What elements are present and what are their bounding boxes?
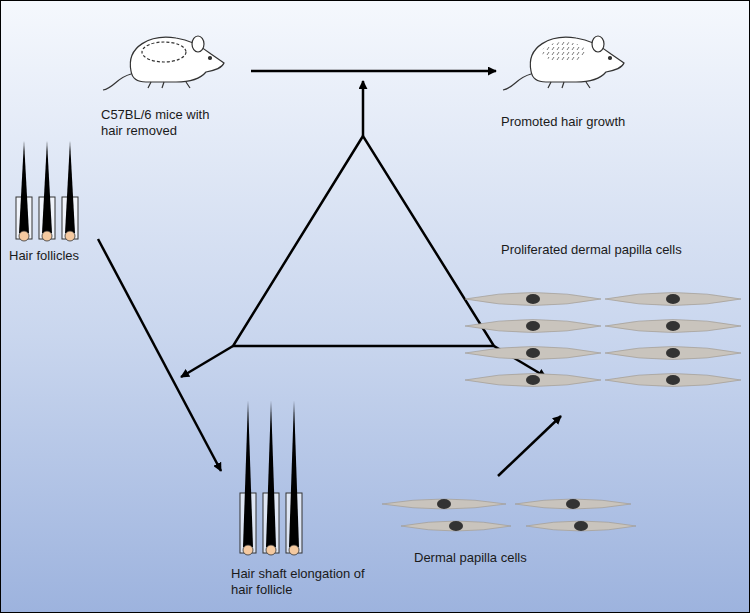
- flow-arrow: [498, 416, 561, 476]
- spindle-cell: [605, 374, 741, 387]
- hair-follicle: [39, 141, 55, 241]
- spindle-cell: [465, 320, 601, 333]
- figure-group: C57BL/6 mice with hair removed: [96, 11, 251, 143]
- spindle-cell: [605, 320, 741, 333]
- hair-follicle: [286, 401, 302, 555]
- figure-caption: C57BL/6 mice with hair removed: [101, 107, 233, 139]
- spindle-cell: [382, 499, 506, 509]
- hair-follicle: [263, 401, 279, 555]
- hair-follicle: [62, 141, 78, 241]
- figure-group: Proliferated dermal papilla cells: [461, 236, 746, 416]
- figure-caption: Proliferated dermal papilla cells: [501, 242, 682, 258]
- center-triangle: [233, 136, 494, 346]
- spindle-cell: [526, 521, 636, 531]
- figure-group: Dermal papilla cells: [376, 476, 641, 571]
- dermal-papilla-cells: [382, 293, 741, 532]
- spindle-cell: [515, 499, 631, 509]
- mouse-shaved: [103, 36, 224, 90]
- flow-arrow: [98, 239, 221, 471]
- figure-caption: Dermal papilla cells: [414, 550, 527, 566]
- spindle-cell: [465, 347, 601, 360]
- spindle-cell: [605, 293, 741, 306]
- mouse-hair-grown: [503, 36, 624, 90]
- spindle-cell: [465, 293, 601, 306]
- spindle-cell: [605, 347, 741, 360]
- triangle-arrow: [181, 346, 233, 377]
- hair-follicles: [16, 141, 302, 555]
- figure-caption: Hair follicles: [9, 248, 79, 264]
- spindle-cell: [465, 374, 601, 387]
- figure-group: Hair shaft elongation of hair follicle: [221, 396, 381, 608]
- figure-group: Promoted hair growth: [496, 11, 666, 136]
- spindle-cell: [401, 521, 511, 531]
- figure-group: Hair follicles: [6, 136, 98, 266]
- hair-follicle: [240, 401, 256, 555]
- triangle-arrow: [362, 81, 365, 136]
- figure-caption: Promoted hair growth: [501, 114, 625, 130]
- flow-arrow: [251, 70, 496, 73]
- figure-caption: Hair shaft elongation of hair follicle: [231, 566, 376, 598]
- hair-follicle: [16, 141, 32, 241]
